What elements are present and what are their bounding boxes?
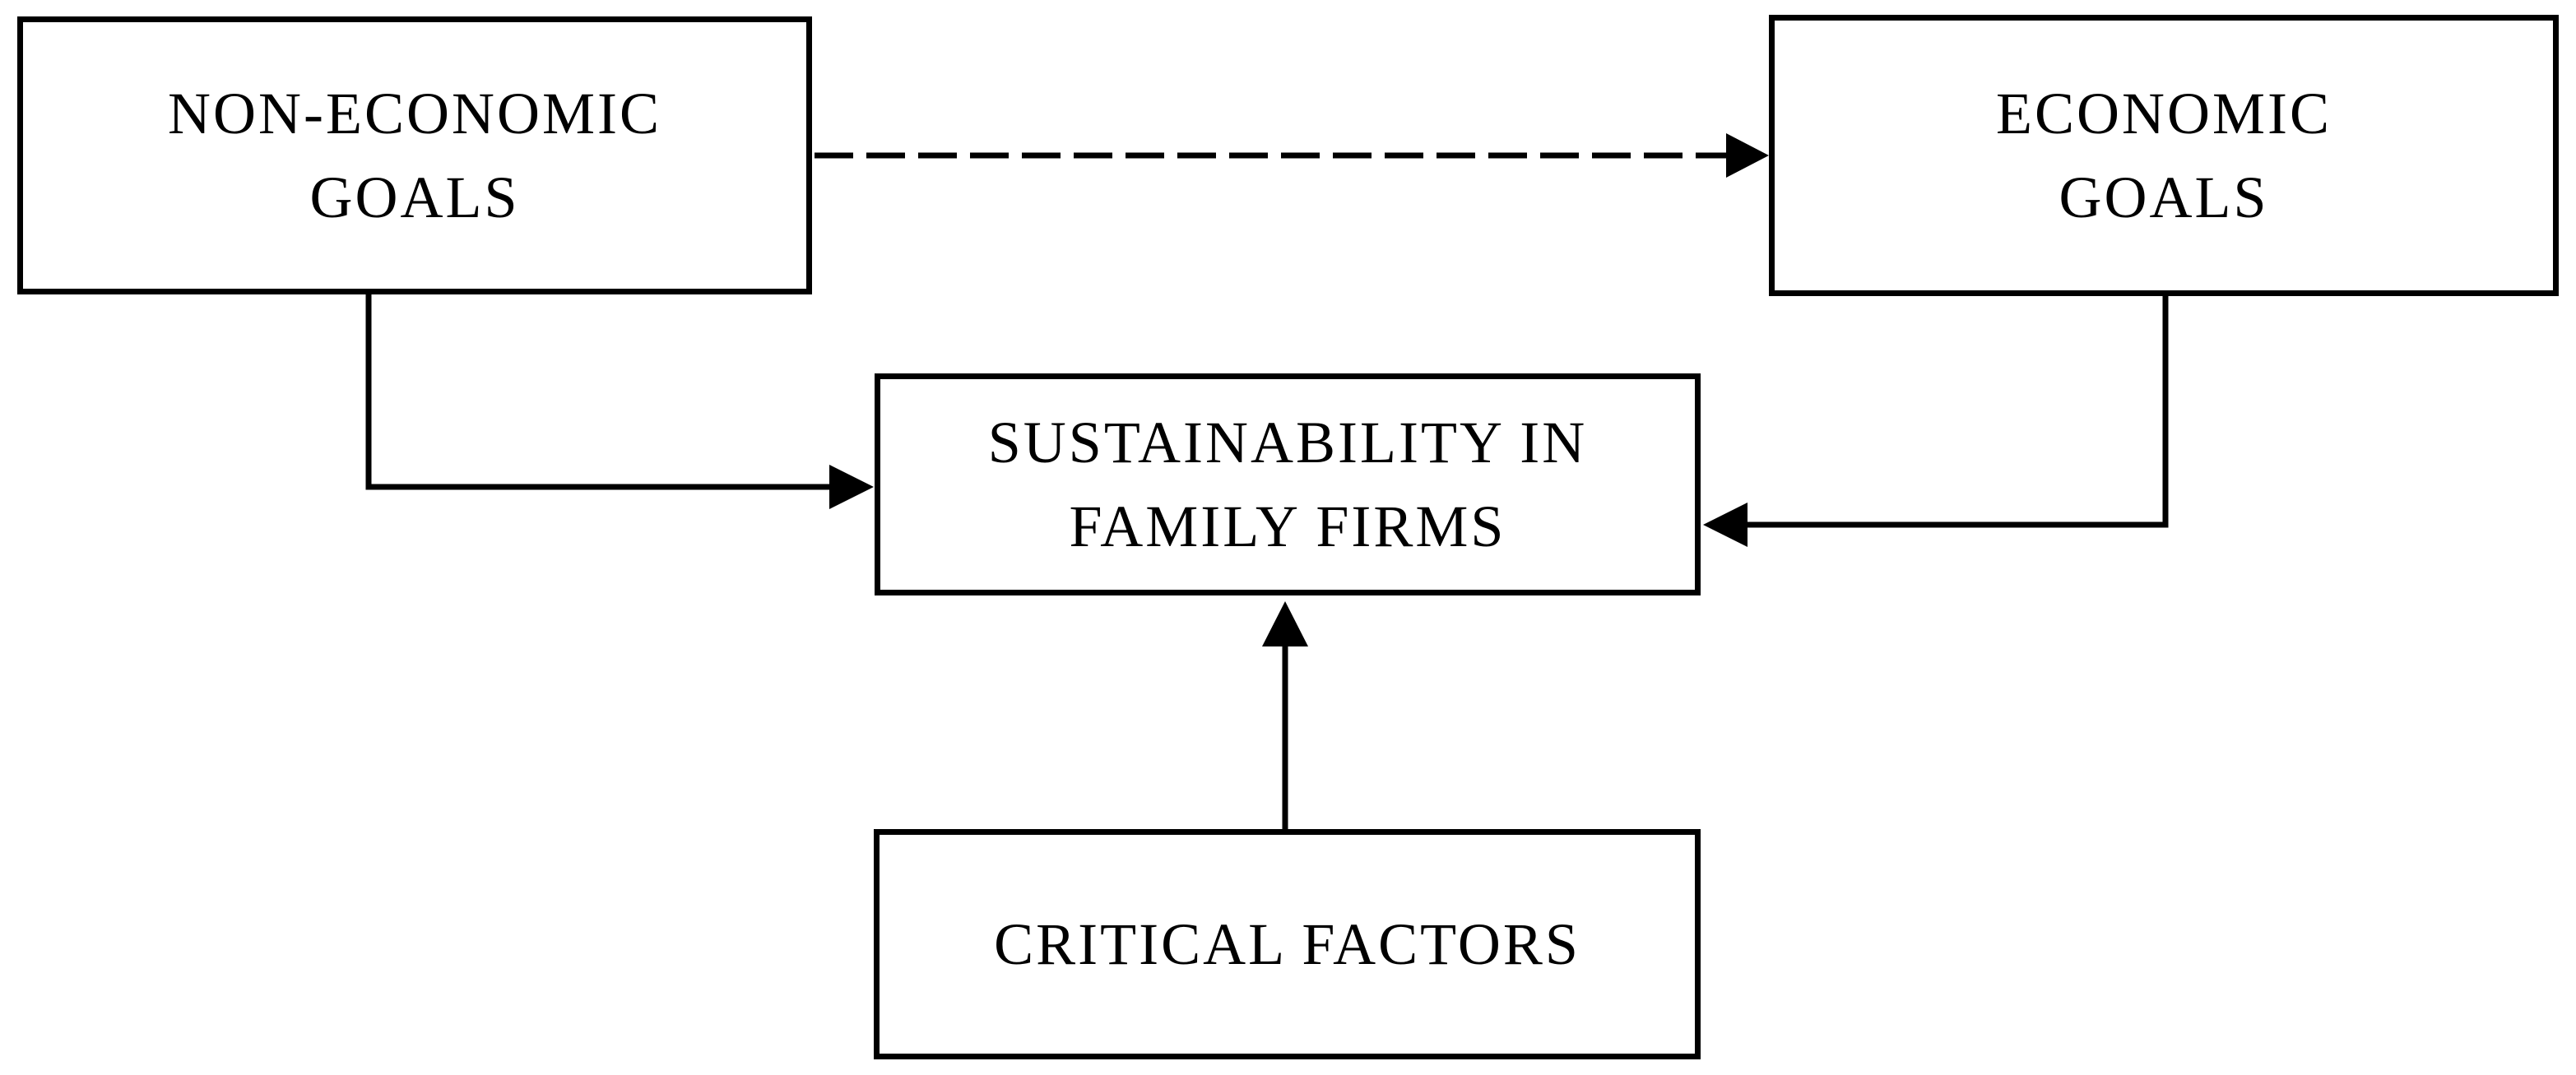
non-economic-goals-box: NON-ECONOMIC GOALS [17, 16, 812, 294]
up-arrowhead-icon [1262, 601, 1308, 646]
non-economic-goals-label: NON-ECONOMIC GOALS [168, 81, 661, 230]
critical-factors-box: CRITICAL FACTORS [874, 829, 1701, 1059]
elbow-arrow-shaft [1746, 296, 2169, 528]
economic-goals-box: ECONOMIC GOALS [1769, 15, 2559, 296]
critical-factors-label: CRITICAL FACTORS [994, 911, 1580, 977]
non-economic-to-economic-dashed-arrow [815, 133, 1769, 178]
economic-to-sustainability-arrow [1703, 296, 2169, 547]
sustainability-in-family-firms-box: SUSTAINABILITY IN FAMILY FIRMS [875, 373, 1701, 595]
economic-goals-label: ECONOMIC GOALS [1995, 81, 2332, 230]
non-economic-to-sustainability-arrow [365, 294, 874, 509]
critical-factors-to-sustainability-arrow [1262, 601, 1308, 829]
right-arrowhead-icon [1726, 133, 1769, 178]
elbow-arrow-shaft [365, 294, 831, 490]
left-arrowhead-icon [1703, 503, 1748, 547]
right-arrowhead-icon [829, 465, 874, 509]
sustainability-in-family-firms-label: SUSTAINABILITY IN FAMILY FIRMS [987, 410, 1588, 559]
